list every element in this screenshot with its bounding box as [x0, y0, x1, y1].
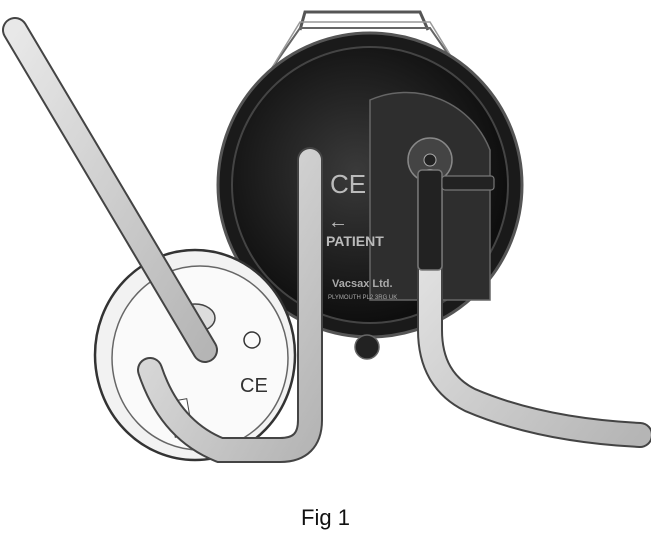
tube-connector — [417, 169, 495, 271]
small-unit-ce-mark: CE — [240, 375, 268, 397]
figure-illustration: CE ← PATIENT Vacsax Ltd. PLYMOUTH PL2 3R… — [2, 10, 651, 463]
large-unit-patient-label: PATIENT — [326, 233, 384, 249]
large-unit-ce-mark: CE — [330, 169, 366, 199]
large-unit-address: PLYMOUTH PL2 3RG UK — [328, 295, 397, 301]
tubing — [2, 17, 651, 463]
large-unit-brand: Vacsax Ltd. — [332, 278, 393, 290]
large-unit-canister — [216, 31, 524, 360]
figure-caption: Fig 1 — [301, 505, 350, 530]
large-unit-arrow: ← — [328, 211, 348, 233]
